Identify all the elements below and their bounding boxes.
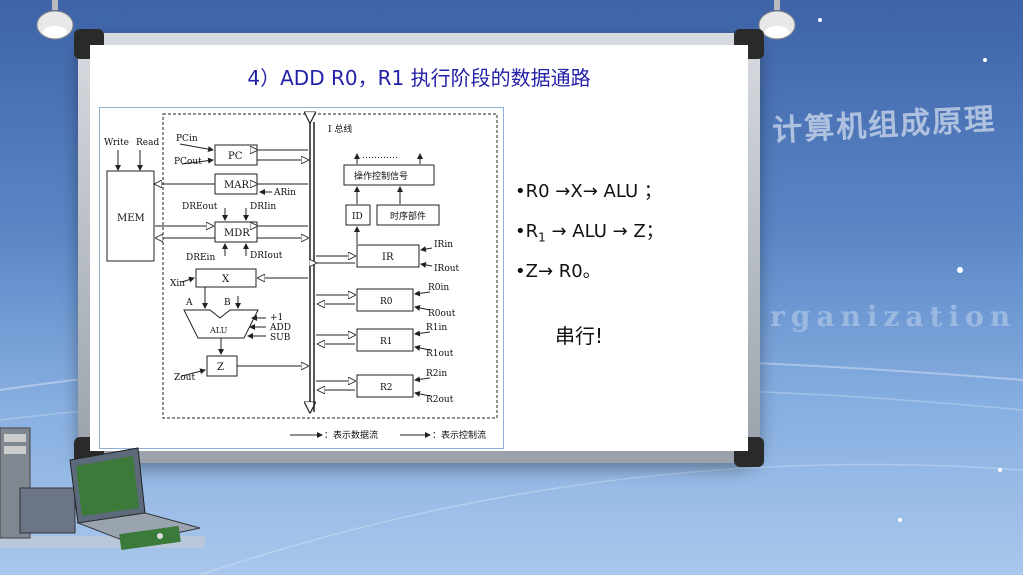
label-xin: Xin — [170, 279, 185, 289]
x-label: X — [222, 274, 230, 285]
label-zout: Zout — [174, 373, 195, 383]
label-plus1: +1 — [270, 313, 283, 323]
ctrl-signal-label: 操作控制信号 — [354, 170, 408, 182]
bullet-item: •R1 → ALU → Z； — [515, 221, 664, 245]
label-dreout: DREout — [182, 202, 218, 212]
label-irout: IRout — [434, 264, 460, 274]
label-add: ADD — [269, 323, 291, 333]
datapath-diagram: I 总线 Write Read MEM PCin PCout PC MAR AR… — [99, 107, 504, 449]
bullet-item: •Z→ R0。 — [515, 261, 601, 282]
mem-label: MEM — [117, 213, 145, 224]
label-r2out: R2out — [426, 395, 454, 405]
label-sub: SUB — [270, 333, 291, 343]
bullet-list: •R0 →X→ ALU ； •R1 → ALU → Z； •Z→ R0。 — [515, 178, 664, 298]
r1-label: R1 — [380, 337, 393, 347]
label-read: Read — [136, 138, 159, 148]
r0-label: R0 — [380, 297, 393, 307]
watermark-english: rganization — [770, 300, 1017, 333]
legend-control-flow: ：表示控制流 — [432, 429, 486, 441]
bullet-item: •R0 →X→ ALU ； — [515, 181, 662, 202]
serial-note: 串行! — [555, 324, 604, 348]
legend-data-flow: ：表示数据流 — [324, 429, 378, 441]
r2-label: R2 — [380, 383, 393, 393]
mar-label: MAR — [224, 180, 249, 191]
label-irin: IRin — [434, 240, 453, 250]
label-dots: ………… — [362, 151, 398, 161]
spotlight-icon — [36, 0, 74, 40]
computer-hardware-image — [0, 427, 205, 551]
label-a: A — [185, 298, 193, 308]
label-r1in: R1in — [426, 323, 447, 333]
label-write: Write — [104, 138, 129, 148]
label-r0out: R0out — [428, 309, 456, 319]
label-pcout: PCout — [174, 157, 202, 167]
slide-title: 4）ADD R0，R1 执行阶段的数据通路 — [247, 66, 591, 90]
timing-label: 时序部件 — [390, 210, 426, 222]
label-r0in: R0in — [428, 283, 449, 293]
label-driin: DRIin — [250, 202, 276, 212]
label-arin: ARin — [273, 188, 296, 198]
alu-label: ALU — [209, 326, 228, 335]
id-label: ID — [352, 212, 363, 222]
label-drein: DREin — [186, 253, 215, 263]
bus-label: I 总线 — [328, 123, 352, 135]
label-driout: DRIout — [250, 251, 283, 261]
label-pcin: PCin — [176, 134, 198, 144]
label-r1out: R1out — [426, 349, 454, 359]
z-label: Z — [217, 362, 224, 373]
datapath-svg: I 总线 Write Read MEM PCin PCout PC MAR AR… — [104, 108, 498, 441]
ir-label: IR — [382, 252, 394, 263]
label-b: B — [224, 298, 231, 308]
pc-label: PC — [228, 151, 243, 162]
spotlight-icon — [758, 0, 796, 40]
mdr-label: MDR — [224, 228, 250, 239]
label-r2in: R2in — [426, 369, 447, 379]
